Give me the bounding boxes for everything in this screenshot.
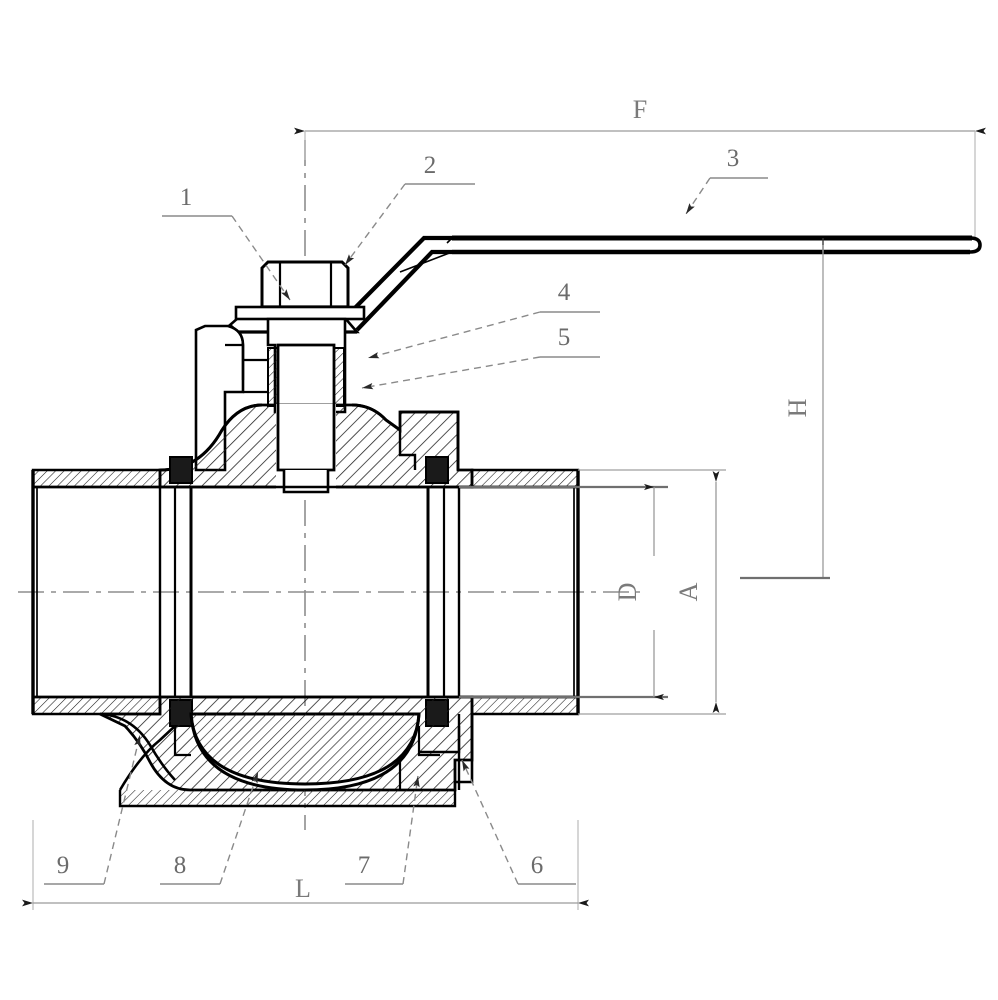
- dimension-L: L: [22, 820, 589, 910]
- body-upper-right-contour: [351, 403, 401, 432]
- body-lower-left-contour: [118, 725, 176, 791]
- body-right-flange-top: [400, 410, 460, 470]
- callout-9-label: 9: [57, 852, 70, 879]
- dimension-H-label: H: [783, 398, 812, 417]
- seal-upper-left: [169, 456, 193, 484]
- body-floor: [118, 790, 457, 808]
- packing-left: [267, 347, 279, 407]
- stem-column-outline: [276, 404, 336, 472]
- valve-body-lower: [99, 695, 474, 808]
- seat-shoulder-right: [417, 726, 440, 757]
- callout-5-leader: [361, 356, 541, 390]
- callout-6-leader: [461, 759, 519, 885]
- dimension-D-label: D: [613, 583, 642, 602]
- callout-4: 4: [367, 279, 600, 359]
- callout-9-leader: [103, 734, 141, 885]
- bonnet-collar-group: [194, 324, 268, 472]
- callouts-group: 1 2 3 4: [44, 145, 768, 885]
- pipe-right-wall-bottom: [470, 695, 580, 716]
- callout-8: 8: [160, 771, 259, 885]
- dimension-D: D: [459, 483, 668, 701]
- lever-right-cap: [969, 236, 982, 254]
- callout-1-leader: [231, 215, 291, 301]
- callout-7: 7: [345, 775, 420, 885]
- callout-9: 9: [44, 734, 141, 885]
- seal-upper-right: [425, 456, 449, 484]
- callout-4-leader: [367, 311, 541, 359]
- pipe-left-wall-bottom: [31, 695, 162, 716]
- callout-8-label: 8: [174, 852, 187, 879]
- callout-7-label: 7: [358, 852, 371, 879]
- callout-3-label: 3: [727, 145, 740, 172]
- hex-nut-body: [260, 260, 350, 309]
- lever-bend-lower: [355, 249, 452, 332]
- dimension-L-label: L: [295, 874, 311, 903]
- pipe-right-wall-top: [470, 468, 580, 489]
- nut-washer-plate: [234, 305, 366, 321]
- callout-4-label: 4: [558, 279, 571, 306]
- callout-2: 2: [344, 152, 475, 266]
- callout-8-leader: [219, 771, 259, 885]
- body-lower-left-outer: [99, 712, 176, 781]
- seat-shoulder-left: [173, 726, 191, 757]
- callout-6-label: 6: [531, 852, 544, 879]
- ball-hatch: [191, 714, 419, 784]
- pipe-left-wall-top: [31, 468, 162, 489]
- callout-3-leader: [685, 177, 711, 215]
- callout-6: 6: [461, 759, 576, 885]
- callout-5: 5: [361, 324, 600, 390]
- body-right-step: [398, 430, 417, 470]
- dimension-A: A: [578, 469, 726, 715]
- callout-5-label: 5: [558, 324, 571, 351]
- callout-1: 1: [162, 184, 291, 301]
- lever-bend-upper: [343, 235, 452, 320]
- callout-3: 3: [685, 145, 768, 215]
- ball-arc-outline: [189, 713, 421, 786]
- callout-1-label: 1: [180, 184, 193, 211]
- callout-7-leader: [402, 775, 420, 885]
- valve-body-upper: [158, 403, 474, 494]
- dimension-A-label: A: [674, 582, 703, 601]
- dimension-F-label: F: [633, 95, 647, 124]
- dimension-F: F: [294, 95, 986, 252]
- stem-lower-outline: [282, 470, 330, 494]
- packing-right: [333, 347, 345, 407]
- dimension-H: H: [740, 245, 830, 580]
- callout-2-leader: [344, 183, 406, 266]
- callout-2-label: 2: [424, 152, 437, 179]
